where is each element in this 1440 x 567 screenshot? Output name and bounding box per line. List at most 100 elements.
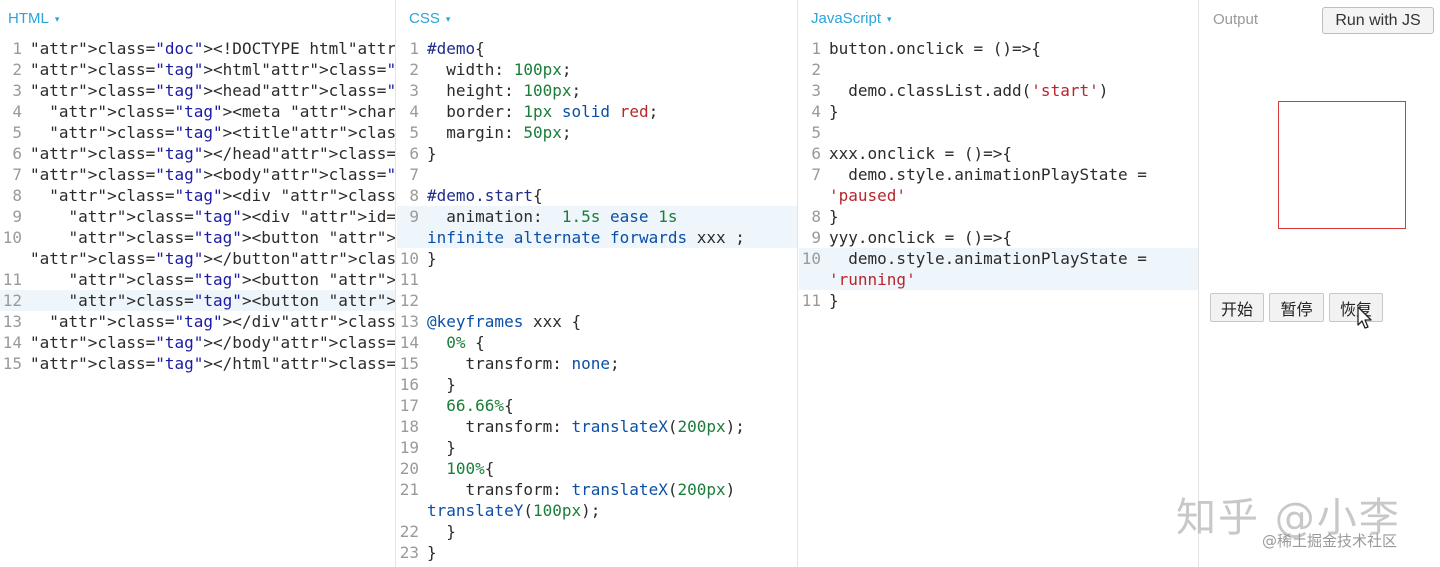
code-text: 66.66%{ bbox=[446, 396, 514, 415]
chevron-down-icon[interactable]: ▾ bbox=[445, 14, 451, 24]
line-number: 11 bbox=[801, 291, 821, 310]
code-line[interactable]: 3 demo.classList.add('start') bbox=[799, 80, 1198, 101]
pause-button[interactable]: 暂停 bbox=[1269, 293, 1324, 322]
line-number: 13 bbox=[399, 312, 419, 331]
code-line[interactable]: 6} bbox=[397, 143, 797, 164]
code-text: "attr">class="tag"><button "attr">id="yy… bbox=[68, 291, 396, 310]
code-line[interactable]: 12 bbox=[397, 290, 797, 311]
chevron-down-icon[interactable]: ▾ bbox=[54, 14, 60, 24]
code-line[interactable]: 3"attr">class="tag"><head"attr">class="t… bbox=[0, 80, 395, 101]
code-line[interactable]: 9 animation: 1.5s ease 1s bbox=[397, 206, 797, 227]
code-line[interactable]: 8#demo.start{ bbox=[397, 185, 797, 206]
code-line[interactable]: 1"attr">class="doc"><!DOCTYPE html"attr"… bbox=[0, 38, 395, 59]
chevron-down-icon[interactable]: ▾ bbox=[887, 14, 892, 24]
code-line[interactable]: 5 bbox=[799, 122, 1198, 143]
code-text: @keyframes xxx { bbox=[427, 312, 582, 331]
code-line[interactable]: 2 bbox=[799, 59, 1198, 80]
start-button[interactable]: 开始 bbox=[1210, 293, 1264, 322]
code-line[interactable]: 23} bbox=[397, 542, 797, 563]
code-line[interactable]: 7 bbox=[397, 164, 797, 185]
code-line[interactable]: 15"attr">class="tag"></html"attr">class=… bbox=[0, 353, 395, 374]
line-number: 5 bbox=[409, 123, 419, 142]
css-panel-header[interactable]: CSS ▾ bbox=[397, 0, 797, 38]
line-number: 5 bbox=[811, 123, 821, 142]
demo-box bbox=[1278, 101, 1406, 229]
line-number: 4 bbox=[811, 102, 821, 121]
line-number: 8 bbox=[409, 186, 419, 205]
code-text: demo.classList.add('start') bbox=[829, 81, 1109, 100]
line-number: 12 bbox=[2, 291, 22, 310]
code-line[interactable]: infinite alternate forwards xxx ; bbox=[397, 227, 797, 248]
code-line[interactable]: 15 transform: none; bbox=[397, 353, 797, 374]
code-line[interactable]: 10 "attr">class="tag"><button "attr">id=… bbox=[0, 227, 395, 248]
line-number: 8 bbox=[811, 207, 821, 226]
html-panel-header[interactable]: HTML ▾ bbox=[0, 0, 395, 38]
line-number: 14 bbox=[2, 333, 22, 352]
code-line[interactable]: 8} bbox=[799, 206, 1198, 227]
code-text: } bbox=[829, 291, 839, 310]
run-with-js-button[interactable]: Run with JS bbox=[1322, 7, 1434, 34]
code-line[interactable]: 20 100%{ bbox=[397, 458, 797, 479]
code-line[interactable]: 5 "attr">class="tag"><title"attr">class=… bbox=[0, 122, 395, 143]
code-line[interactable]: 5 margin: 50px; bbox=[397, 122, 797, 143]
js-panel-header[interactable]: JavaScript ▾ bbox=[799, 0, 1198, 38]
line-number: 7 bbox=[811, 165, 821, 184]
code-line[interactable]: 3 height: 100px; bbox=[397, 80, 797, 101]
css-editor[interactable]: 1#demo{2 width: 100px;3 height: 100px;4 … bbox=[397, 38, 797, 563]
line-number: 2 bbox=[409, 60, 419, 79]
code-line[interactable]: 12 "attr">class="tag"><button "attr">id=… bbox=[0, 290, 395, 311]
code-line[interactable]: 9 "attr">class="tag"><div "attr">id="dem… bbox=[0, 206, 395, 227]
code-line[interactable]: 10} bbox=[397, 248, 797, 269]
code-line[interactable]: 21 transform: translateX(200px) bbox=[397, 479, 797, 500]
line-number: 10 bbox=[399, 249, 419, 268]
code-line[interactable]: 2 width: 100px; bbox=[397, 59, 797, 80]
line-number: 11 bbox=[399, 270, 419, 289]
code-line[interactable]: 1#demo{ bbox=[397, 38, 797, 59]
code-line[interactable]: 'running' bbox=[799, 269, 1198, 290]
code-text: "attr">class="tag"></head"attr">class="t… bbox=[30, 144, 396, 163]
line-number: 9 bbox=[409, 207, 419, 226]
code-text: } bbox=[427, 522, 456, 541]
code-line[interactable]: 13 "attr">class="tag"></div"attr">class=… bbox=[0, 311, 395, 332]
code-line[interactable]: 11 bbox=[397, 269, 797, 290]
code-line[interactable]: 8 "attr">class="tag"><div "attr">class="… bbox=[0, 185, 395, 206]
code-text: button.onclick = ()=>{ bbox=[829, 39, 1041, 58]
code-line[interactable]: 10 demo.style.animationPlayState = bbox=[799, 248, 1198, 269]
line-number: 3 bbox=[409, 81, 419, 100]
html-editor[interactable]: 1"attr">class="doc"><!DOCTYPE html"attr"… bbox=[0, 38, 395, 374]
code-text: } bbox=[829, 207, 839, 226]
resume-button[interactable]: 恢复 bbox=[1329, 293, 1383, 322]
code-line[interactable]: 13 @keyframes xxx { bbox=[397, 311, 797, 332]
code-line[interactable]: 2"attr">class="tag"><html"attr">class="t… bbox=[0, 59, 395, 80]
code-line[interactable]: 'paused' bbox=[799, 185, 1198, 206]
code-line[interactable]: 17 66.66%{ bbox=[397, 395, 797, 416]
code-line[interactable]: 4 "attr">class="tag"><meta "attr">charse… bbox=[0, 101, 395, 122]
code-text: "attr">class="tag"><title"attr">class="t… bbox=[49, 123, 396, 142]
code-line[interactable]: 7"attr">class="tag"><body"attr">class="t… bbox=[0, 164, 395, 185]
code-line[interactable]: 4 border: 1px solid red; bbox=[397, 101, 797, 122]
line-number: 8 bbox=[12, 186, 22, 205]
line-number: 2 bbox=[12, 60, 22, 79]
code-line[interactable]: 22 } bbox=[397, 521, 797, 542]
line-number: 11 bbox=[2, 270, 22, 289]
code-line[interactable]: 19 } bbox=[397, 437, 797, 458]
code-line[interactable]: 6"attr">class="tag"></head"attr">class="… bbox=[0, 143, 395, 164]
code-line[interactable]: 14"attr">class="tag"></body"attr">class=… bbox=[0, 332, 395, 353]
line-number: 10 bbox=[2, 228, 22, 247]
code-line[interactable]: 7 demo.style.animationPlayState = bbox=[799, 164, 1198, 185]
code-line[interactable]: 18 transform: translateX(200px); bbox=[397, 416, 797, 437]
code-line[interactable]: 16 } bbox=[397, 374, 797, 395]
html-panel-title: HTML bbox=[8, 10, 49, 27]
line-number: 3 bbox=[811, 81, 821, 100]
code-line[interactable]: 4} bbox=[799, 101, 1198, 122]
code-line[interactable]: 11 "attr">class="tag"><button "attr">id=… bbox=[0, 269, 395, 290]
code-line[interactable]: translateY(100px); bbox=[397, 500, 797, 521]
css-panel: CSS ▾ 1#demo{2 width: 100px;3 height: 10… bbox=[397, 0, 798, 567]
code-line[interactable]: "attr">class="tag"></button"attr">class=… bbox=[0, 248, 395, 269]
code-line[interactable]: 11} bbox=[799, 290, 1198, 311]
code-line[interactable]: 14 0% { bbox=[397, 332, 797, 353]
